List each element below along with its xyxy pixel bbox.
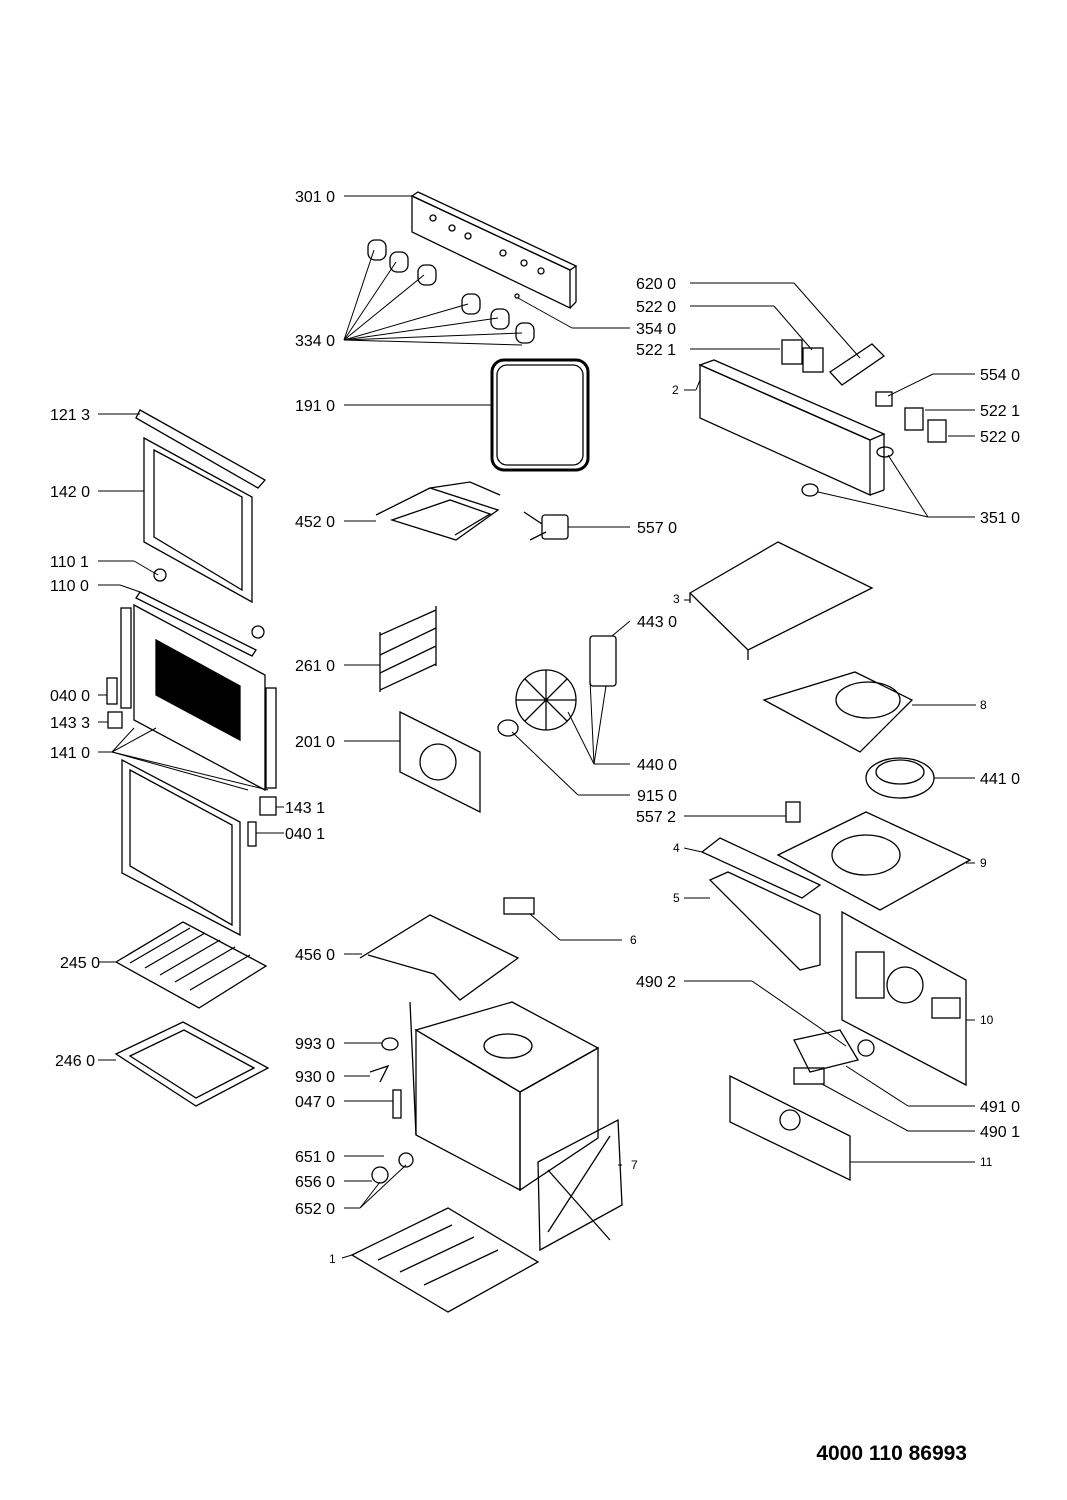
grill-element-part	[375, 481, 501, 541]
label-554-0: 554 0	[980, 367, 1020, 384]
label-522-1-b: 522 1	[980, 403, 1020, 420]
label-110-1: 110 1	[50, 554, 89, 571]
label-5: 5	[673, 891, 680, 905]
fan-housing-part	[762, 671, 914, 753]
label-121-3: 121 3	[50, 407, 90, 424]
side-rack-part	[379, 606, 437, 692]
bottom-element-part	[359, 897, 535, 1001]
label-9: 9	[980, 856, 987, 870]
label-656-0: 656 0	[295, 1174, 335, 1191]
label-141-0: 141 0	[50, 745, 90, 762]
label-110-0: 110 0	[50, 578, 89, 595]
label-3: 3	[673, 592, 680, 606]
bottom-panel-part	[729, 1074, 851, 1182]
motor-part	[865, 757, 935, 799]
label-142-0: 142 0	[50, 484, 90, 501]
label-201-0: 201 0	[295, 734, 335, 751]
side-panel-part	[537, 1118, 623, 1252]
label-522-1-a: 522 1	[636, 342, 676, 359]
label-441-0: 441 0	[980, 771, 1020, 788]
baking-tray-part	[114, 1021, 270, 1107]
label-334-0: 334 0	[295, 333, 335, 350]
document-number: 4000 110 86993	[816, 1442, 967, 1465]
label-456-0: 456 0	[295, 947, 335, 964]
label-1: 1	[329, 1252, 336, 1266]
limiter-part	[785, 801, 801, 823]
grill-rack-part	[114, 921, 268, 1009]
small-parts	[369, 1037, 414, 1184]
label-4: 4	[673, 841, 680, 855]
top-cover-part	[688, 541, 874, 660]
label-047-0: 047 0	[295, 1094, 335, 1111]
control-bracket-part	[698, 359, 886, 497]
label-261-0: 261 0	[295, 658, 335, 675]
label-354-0: 354 0	[636, 321, 676, 338]
oven-gasket-part	[490, 358, 590, 472]
label-143-1: 143 1	[285, 800, 325, 817]
fan-motor-part	[497, 635, 617, 737]
label-930-0: 930 0	[295, 1069, 335, 1086]
door-frame-part	[106, 603, 277, 847]
label-040-0: 040 0	[50, 688, 90, 705]
rear-panel-part	[841, 910, 967, 1087]
label-191-0: 191 0	[295, 398, 335, 415]
label-557-2: 557 2	[636, 809, 676, 826]
label-522-0-b: 522 0	[980, 429, 1020, 446]
label-557-0: 557 0	[637, 520, 677, 537]
label-440-0: 440 0	[637, 757, 677, 774]
control-panel-part	[410, 191, 578, 310]
label-8: 8	[980, 698, 987, 712]
label-301-0: 301 0	[295, 189, 335, 206]
label-7: 7	[631, 1158, 638, 1172]
label-993-0: 993 0	[295, 1036, 335, 1053]
switch-blocks-part	[781, 339, 947, 497]
label-522-0-a: 522 0	[636, 299, 676, 316]
label-351-0: 351 0	[980, 510, 1020, 527]
outer-door-glass-part	[135, 409, 267, 657]
part-labels: 301 0 334 0 354 0 620 0 522 0 522 1 2 55…	[50, 189, 1020, 1266]
label-620-0: 620 0	[636, 276, 676, 293]
label-11: 11	[980, 1155, 993, 1169]
label-443-0: 443 0	[637, 614, 677, 631]
label-2: 2	[672, 383, 679, 397]
label-490-1: 490 1	[980, 1124, 1020, 1141]
label-490-2: 490 2	[636, 974, 676, 991]
label-652-0: 652 0	[295, 1201, 335, 1218]
leader-lines	[98, 195, 976, 1259]
back-plate-part	[776, 811, 972, 911]
label-246-0: 246 0	[55, 1053, 95, 1070]
label-452-0: 452 0	[295, 514, 335, 531]
fan-cover-part	[399, 710, 481, 814]
control-knobs-part	[367, 239, 535, 344]
label-6: 6	[630, 933, 637, 947]
label-245-0: 245 0	[60, 955, 100, 972]
label-915-0: 915 0	[637, 788, 677, 805]
base-plate-part	[350, 1207, 540, 1313]
inner-glass-part	[121, 758, 241, 937]
terminal-block-part	[793, 1029, 875, 1085]
oven-cavity-part	[409, 1001, 600, 1192]
label-10: 10	[980, 1013, 994, 1027]
label-491-0: 491 0	[980, 1099, 1020, 1116]
label-040-1: 040 1	[285, 826, 325, 843]
label-651-0: 651 0	[295, 1149, 335, 1166]
label-143-3: 143 3	[50, 715, 90, 732]
rail-parts	[700, 837, 822, 971]
thermostat-part	[523, 511, 569, 541]
